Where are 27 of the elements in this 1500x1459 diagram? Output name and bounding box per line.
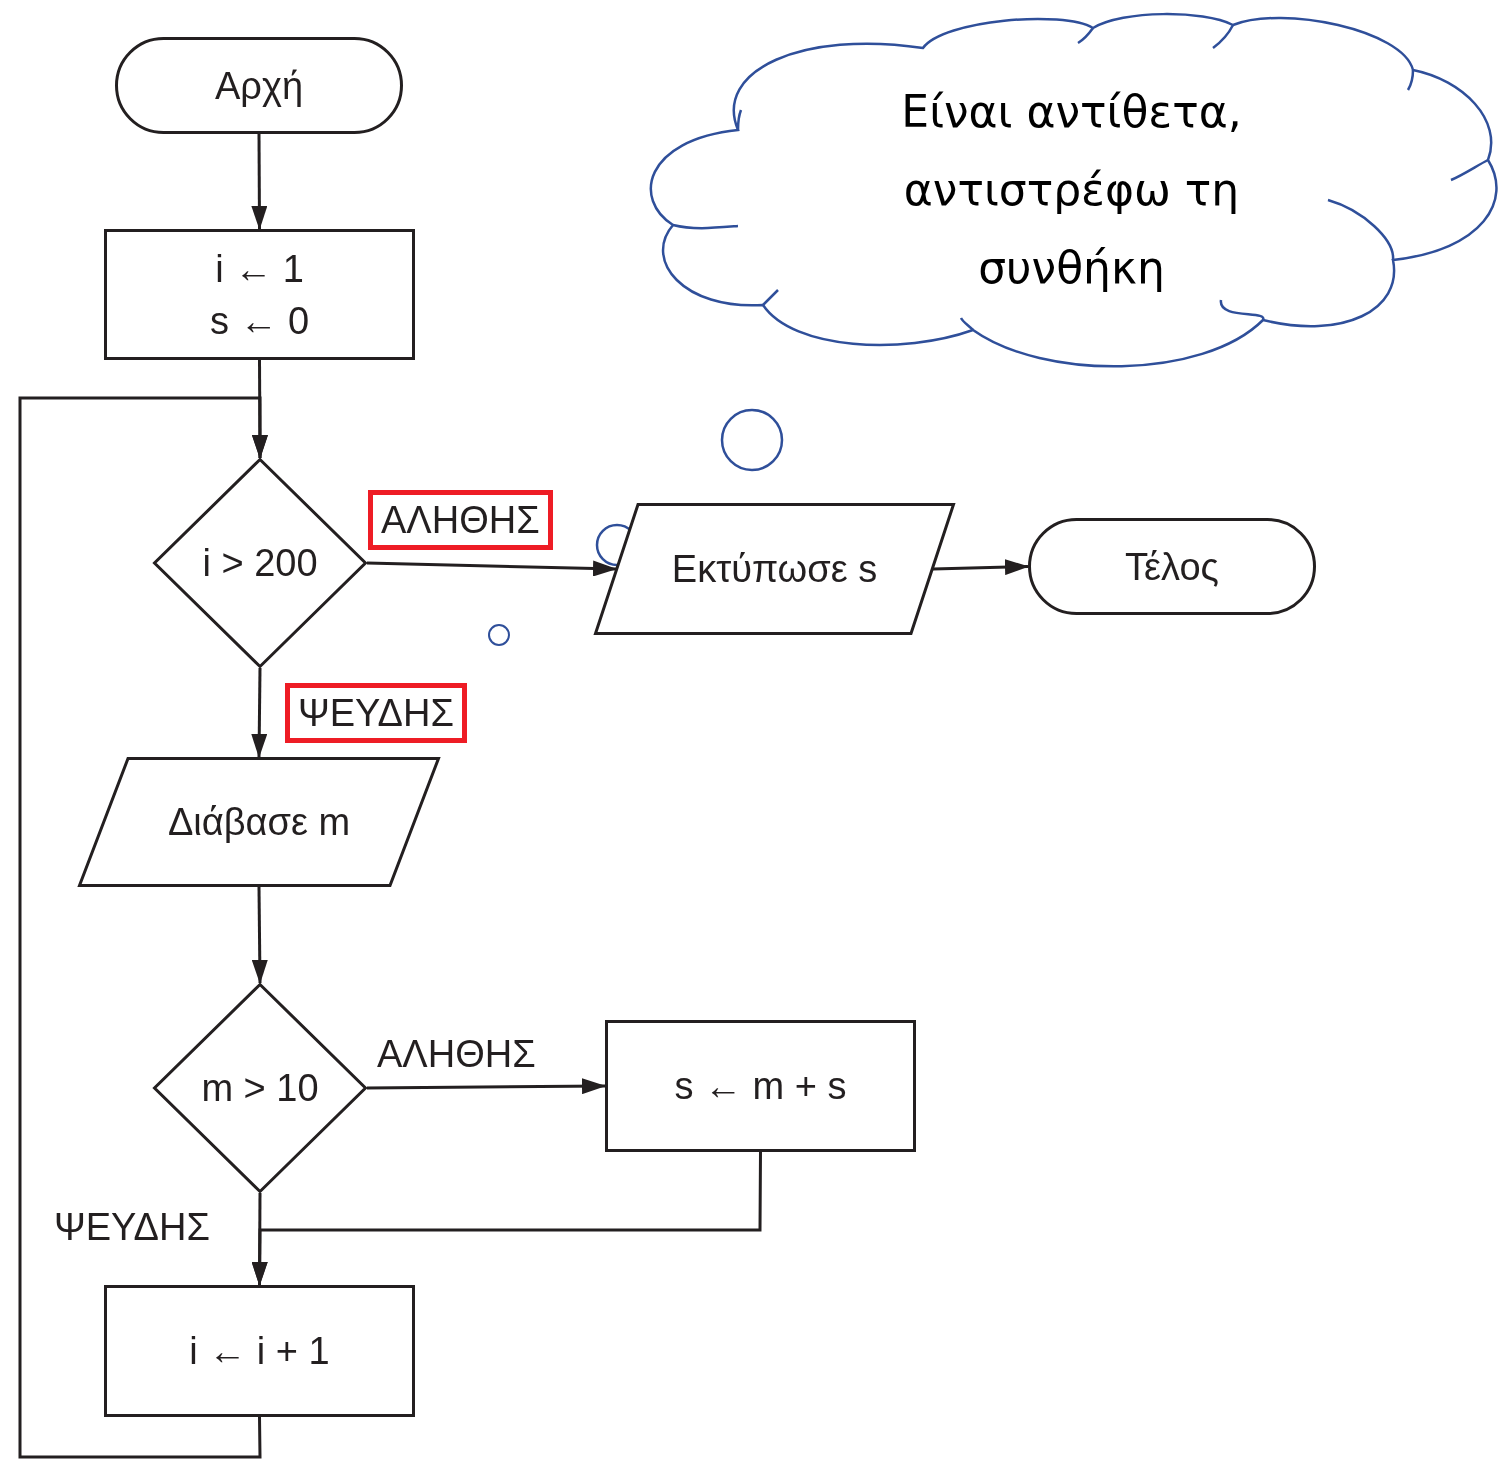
node-text: i ← 1 <box>215 246 304 292</box>
arrow <box>251 668 268 758</box>
node-text: s ← m + s <box>674 1064 847 1109</box>
arrow <box>251 134 268 230</box>
node-text: m > 10 <box>201 1066 319 1111</box>
arrow <box>251 887 268 984</box>
decision-diamond <box>153 983 367 1193</box>
thought-text: Είναι αντίθετα, αντιστρέφω τη συνθήκη <box>900 85 1243 295</box>
arrow <box>366 560 617 577</box>
node-text: Αρχή <box>214 63 303 109</box>
node-text: Τέλος <box>1125 544 1219 590</box>
node-text: Διάβασε m <box>167 800 351 845</box>
process-box <box>104 1285 415 1417</box>
arrow <box>932 559 1029 576</box>
node-text: Εκτύπωσε s <box>671 547 878 592</box>
node-text: s ← 0 <box>209 298 310 344</box>
node-text: i ← i + 1 <box>189 1329 330 1374</box>
process-box <box>104 229 415 360</box>
node-text: i > 200 <box>202 541 318 586</box>
arrow <box>367 1078 606 1095</box>
input-output-box <box>594 503 955 635</box>
decision-diamond <box>153 458 367 668</box>
arrow <box>18 396 268 1459</box>
process-box <box>605 1020 916 1152</box>
input-output-box <box>78 757 440 887</box>
highlighted-edge-label: ΑΛΗΘΗΣ <box>368 490 553 550</box>
highlighted-edge-label: ΨΕΥΔΗΣ <box>285 683 467 743</box>
